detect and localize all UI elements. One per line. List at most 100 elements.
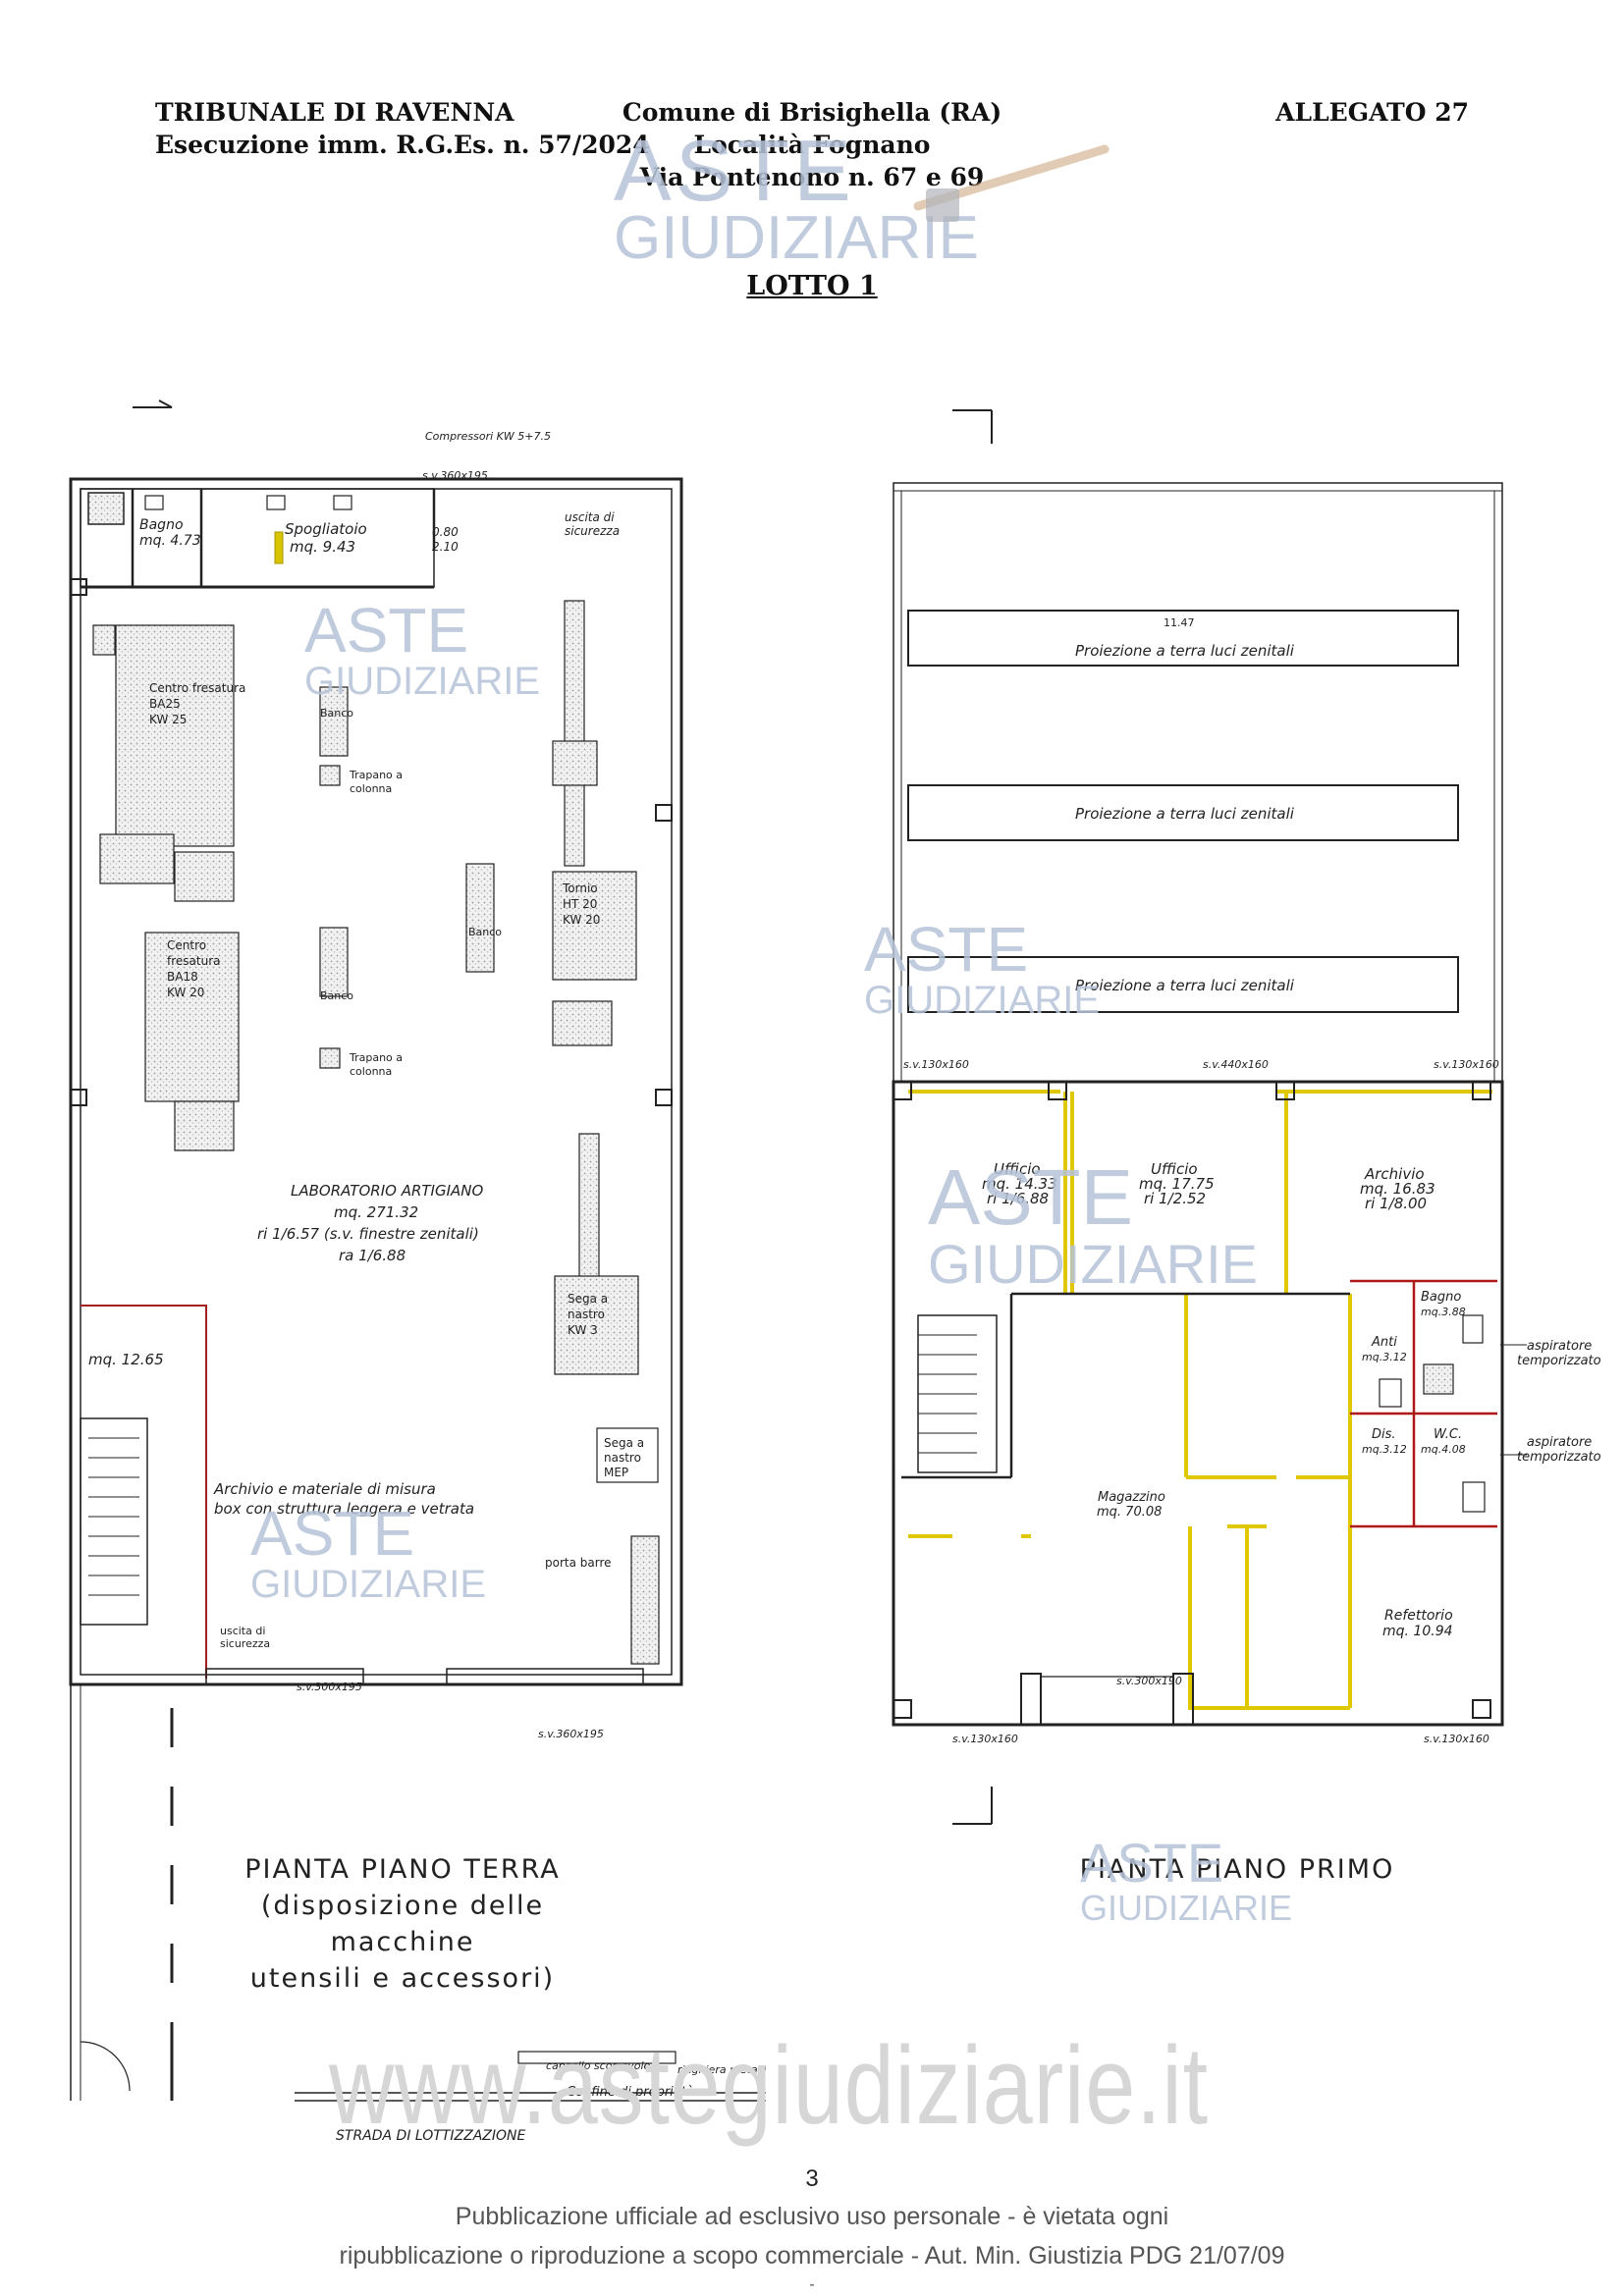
emergency-exit-bottom: uscita di sicurezza — [220, 1625, 271, 1650]
archive-ff-area: mq. 16.83 — [1360, 1180, 1435, 1198]
attachment-number: ALLEGATO 27 — [1275, 98, 1469, 127]
disimpegno-label: Dis. — [1372, 1427, 1396, 1442]
projection-label-3: Proiezione a terra luci zenitali — [1075, 977, 1294, 994]
locality: Località Fognano — [693, 131, 931, 159]
drill-1-l1: Trapano a — [350, 769, 404, 781]
watermark-giudiziarie: GIUDIZIARIE — [1080, 1888, 1293, 1928]
dim-sv130-top-left: s.v.130x160 — [903, 1058, 969, 1071]
office-2-area: mq. 17.75 — [1139, 1175, 1215, 1193]
dim-sv-bottom: s.v.360x195 — [538, 1728, 604, 1740]
bench-label-3: Banco — [468, 926, 503, 938]
footer-line2: ripubblicazione o riproduzione a scopo c… — [339, 2242, 1285, 2269]
saw-1-l1: Sega a — [568, 1292, 609, 1306]
lathe-l1: Tornio — [563, 881, 598, 895]
dim-sv-top: s.v.360x195 — [422, 469, 488, 482]
dim-sv130-bottom-left: s.v.130x160 — [952, 1733, 1018, 1745]
ground-floor-title-l3: utensili e accessori) — [249, 1963, 556, 1994]
exhaust-fan-2-l1: aspiratore — [1527, 1435, 1593, 1450]
aste-watermark-header: ASTE GIUDIZIARIE — [614, 128, 979, 269]
saw-1-l2: nastro — [568, 1308, 605, 1321]
bathroom-ff-area: mq.3.88 — [1421, 1306, 1466, 1318]
dim-sv130-bottom-right: s.v.130x160 — [1424, 1733, 1489, 1745]
lab-area: mq. 271.32 — [334, 1203, 419, 1221]
exhaust-fan-1-l2: temporizzato — [1517, 1354, 1601, 1368]
office-1-ri: ri 1/6.88 — [987, 1190, 1050, 1207]
mill-center-1-l1: Centro fresatura — [149, 681, 246, 695]
dim-sv-side: s.v.300x195 — [297, 1681, 362, 1693]
anteroom-area: mq.3.12 — [1362, 1351, 1407, 1363]
mill-center-2-l2: fresatura — [167, 954, 221, 968]
compressors-label: Compressori KW 5+7.5 — [425, 430, 551, 443]
road-label: STRADA DI LOTTIZZAZIONE — [336, 2128, 526, 2144]
saw-2-l2: nastro — [604, 1451, 641, 1465]
page-number: 3 — [805, 2165, 819, 2192]
projection-width: 11.47 — [1164, 616, 1195, 629]
address: Via Pontenono n. 67 e 69 — [639, 163, 985, 191]
aste-watermark-3: ASTE GIUDIZIARIE — [928, 1158, 1258, 1292]
warehouse-label: Magazzino — [1098, 1490, 1165, 1505]
aste-watermark-1: ASTE GIUDIZIARIE — [304, 599, 540, 701]
watermark-giudiziarie: GIUDIZIARIE — [928, 1233, 1259, 1295]
drill-2-l1: Trapano a — [350, 1051, 404, 1064]
exhaust-fan-2-l2: temporizzato — [1517, 1450, 1601, 1465]
legal-footer: Pubblicazione ufficiale ad esclusivo uso… — [0, 2197, 1624, 2295]
property-boundary-label: Confine di proprietà — [567, 2085, 694, 2100]
gavel-icon — [913, 144, 1110, 222]
spogliatoio-area: mq. 9.43 — [290, 538, 356, 556]
emergency-exit-top: uscita di sicurezza — [565, 510, 621, 538]
lab-ri: ri 1/6.57 (s.v. finestre zenitali) — [257, 1225, 479, 1243]
watermark-aste: ASTE — [304, 595, 469, 666]
mill-center-2-l3: BA18 — [167, 970, 198, 984]
lathe-l2: HT 20 — [563, 897, 598, 911]
saw-2-l1: Sega a — [604, 1436, 645, 1450]
bench-label-1: Banco — [320, 707, 354, 720]
aste-watermark-5: ASTE GIUDIZIARIE — [1080, 1836, 1292, 1926]
archive-area: mq. 12.65 — [88, 1351, 164, 1368]
municipality: Comune di Brisighella (RA) — [622, 98, 1002, 127]
bathroom-ff-label: Bagno — [1421, 1290, 1462, 1305]
watermark-aste: ASTE — [614, 122, 855, 219]
lab-name: LABORATORIO ARTIGIANO — [291, 1182, 484, 1200]
aste-watermark-2: ASTE GIUDIZIARIE — [864, 918, 1100, 1020]
mill-center-2-l1: Centro — [167, 938, 207, 952]
bench-label-2: Banco — [320, 989, 354, 1002]
watermark-giudiziarie: GIUDIZIARIE — [304, 660, 541, 703]
lot-title: LOTTO 1 — [746, 271, 878, 301]
anteroom-label: Anti — [1372, 1335, 1397, 1350]
watermark-giudiziarie: GIUDIZIARIE — [614, 204, 980, 272]
office-1-area: mq. 14.33 — [982, 1175, 1057, 1193]
dim-sv130-top-right: s.v.130x160 — [1434, 1058, 1499, 1071]
ground-floor-plan — [69, 400, 766, 2102]
ground-floor-title-l1: PIANTA PIANO TERRA — [244, 1854, 561, 1885]
archive-ff-ri: ri 1/8.00 — [1365, 1195, 1428, 1212]
dim-210: 2.10 — [432, 540, 459, 554]
first-floor-title: PIANTA PIANO PRIMO — [1079, 1854, 1395, 1885]
location-header: Comune di Brisighella (RA) Località Fogn… — [0, 96, 1624, 193]
watermark-giudiziarie: GIUDIZIARIE — [250, 1563, 487, 1606]
mill-center-1-l3: KW 25 — [149, 713, 188, 726]
drill-2-l2: colonna — [350, 1065, 393, 1078]
wc-label: W.C. — [1434, 1427, 1463, 1442]
mill-center-1-l2: BA25 — [149, 697, 181, 711]
office-2-label: Ufficio — [1151, 1160, 1198, 1178]
office-2-ri: ri 1/2.52 — [1144, 1190, 1207, 1207]
lab-ra: ra 1/6.88 — [339, 1247, 406, 1264]
bar-rack-label: porta barre — [545, 1556, 612, 1570]
ground-floor-title: PIANTA PIANO TERRA (disposizione delle m… — [206, 1851, 599, 1997]
court-header: TRIBUNALE DI RAVENNA Esecuzione imm. R.G… — [155, 96, 650, 161]
watermark-giudiziarie: GIUDIZIARIE — [864, 979, 1101, 1022]
watermark-aste: ASTE — [928, 1153, 1133, 1241]
saw-1-l3: KW 3 — [568, 1323, 598, 1337]
bagno-label: Bagno — [139, 517, 184, 533]
drill-1-l2: colonna — [350, 782, 393, 795]
wc-area: mq.4.08 — [1421, 1443, 1466, 1456]
watermark-aste: ASTE — [250, 1498, 415, 1569]
dim-080: 0.80 — [432, 525, 459, 539]
aste-watermark-4: ASTE GIUDIZIARIE — [250, 1502, 486, 1604]
office-1-label: Ufficio — [994, 1160, 1041, 1178]
canteen-area: mq. 10.94 — [1382, 1624, 1453, 1639]
warehouse-area: mq. 70.08 — [1097, 1505, 1163, 1520]
site-watermark: www.astegiudiziarie.it — [329, 2024, 1209, 2147]
exhaust-fan-1: aspiratore temporizzato — [1517, 1339, 1601, 1368]
